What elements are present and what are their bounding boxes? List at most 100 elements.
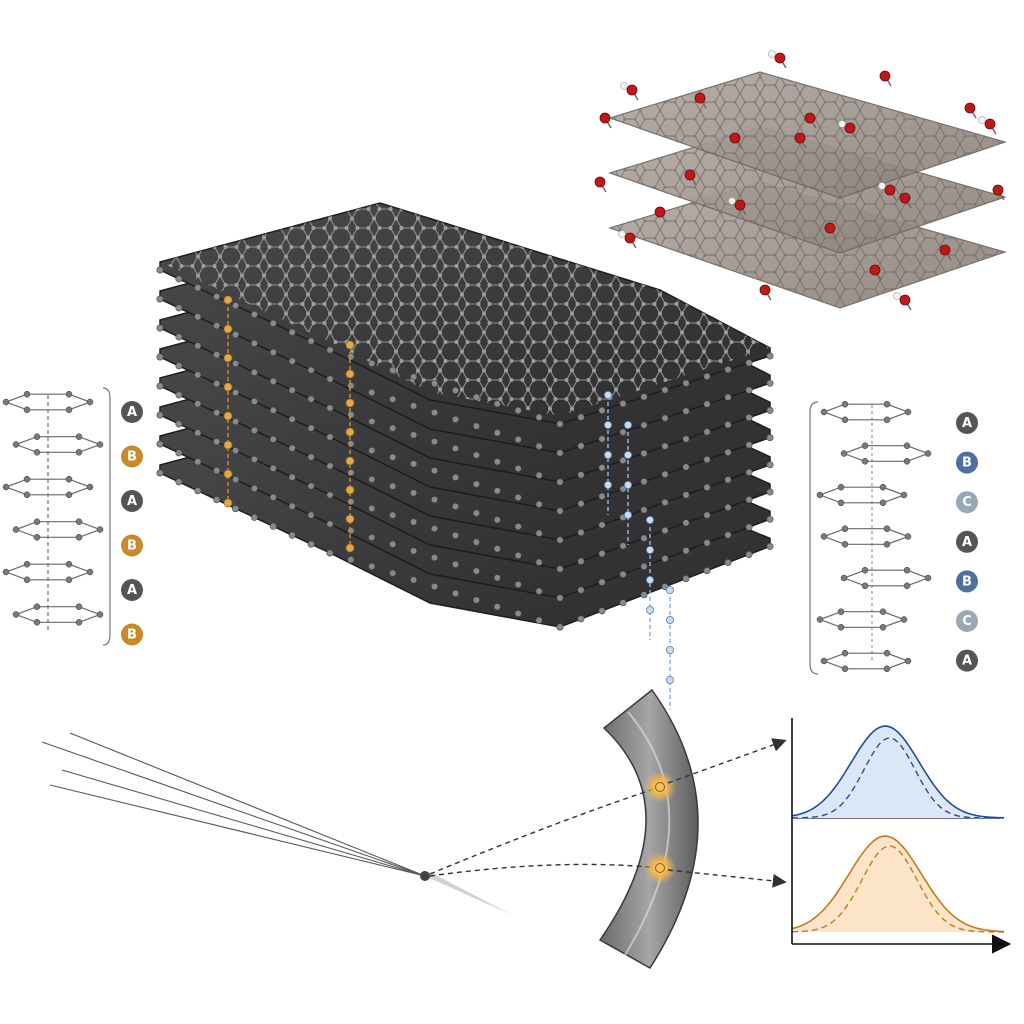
oxygen-atom [825, 223, 835, 233]
carbon-atom [251, 485, 257, 491]
carbon-atom [620, 429, 626, 435]
carbon-atom [578, 501, 584, 507]
ring-atom [24, 561, 30, 567]
carbon-atom [431, 438, 437, 444]
ring-atom [24, 492, 30, 498]
carbon-atom [308, 454, 314, 460]
ring-atom [76, 434, 82, 440]
carbon-atom [348, 470, 354, 476]
carbon-atom [641, 535, 647, 541]
oxygen-atom [735, 200, 745, 210]
carbon-atom [641, 394, 647, 400]
carbon-atom [452, 416, 458, 422]
ring-atom [862, 443, 868, 449]
ab-atom-marker [346, 370, 354, 378]
carbon-atom [536, 414, 542, 420]
ab-atom-marker [224, 470, 232, 478]
ring-atom [925, 451, 931, 457]
carbon-atom [214, 410, 220, 416]
carbon-atom [725, 504, 731, 510]
carbon-atom [157, 441, 163, 447]
carbon-atom [767, 516, 773, 522]
carbon-atom [348, 499, 354, 505]
carbon-atom [214, 497, 220, 503]
ring-atom [901, 617, 907, 623]
carbon-atom [452, 387, 458, 393]
carbon-atom [494, 604, 500, 610]
carbon-atom [289, 503, 295, 509]
oxygen-atom [760, 285, 770, 295]
carbon-atom [214, 294, 220, 300]
carbon-atom [704, 429, 710, 435]
abc-atom-marker [624, 421, 631, 428]
carbon-atom [232, 331, 238, 337]
carbon-atom [431, 525, 437, 531]
hexagon-ring [844, 570, 928, 586]
carbon-atom [214, 381, 220, 387]
carbon-atom [390, 570, 396, 576]
layer-badge-label: A [962, 654, 972, 669]
carbon-atom [473, 394, 479, 400]
hexagon-ring [820, 612, 904, 628]
carbon-atom [195, 285, 201, 291]
carbon-atom [746, 414, 752, 420]
ring-atom [821, 534, 827, 540]
graphene-oxide-stack [595, 51, 1005, 311]
carbon-atom [704, 373, 710, 379]
carbon-atom [746, 524, 752, 530]
carbon-atom [270, 407, 276, 413]
carbon-atom [410, 403, 416, 409]
carbon-atom [308, 367, 314, 373]
oxygen-atom [600, 113, 610, 123]
ring-atom [884, 526, 890, 532]
carbon-atom [390, 541, 396, 547]
carbon-atom [327, 463, 333, 469]
carbon-atom [369, 389, 375, 395]
carbon-atom [232, 418, 238, 424]
carbon-atom [536, 472, 542, 478]
layer-badge-label: A [127, 583, 137, 598]
ring-atom [66, 391, 72, 397]
carbon-atom [683, 575, 689, 581]
carbon-atom [494, 430, 500, 436]
carbon-atom [157, 325, 163, 331]
ring-atom [904, 458, 910, 464]
ring-atom [76, 519, 82, 525]
carbon-atom [599, 407, 605, 413]
carbon-atom [195, 459, 201, 465]
lower-peak-fill [792, 836, 1004, 932]
carbon-atom [308, 425, 314, 431]
ring-atom [34, 604, 40, 610]
carbon-atom [369, 447, 375, 453]
scattered-ray-lower [430, 864, 660, 876]
carbon-atom [515, 407, 521, 413]
carbon-atom [578, 616, 584, 622]
ring-atom [24, 391, 30, 397]
carbon-atom [746, 551, 752, 557]
ring-atom [87, 484, 93, 490]
carbon-atom [662, 555, 668, 561]
carbon-atom [195, 372, 201, 378]
carbon-atom [308, 396, 314, 402]
carbon-atom [620, 543, 626, 549]
carbon-atom [232, 360, 238, 366]
oxygen-atom [993, 185, 1003, 195]
abc-atom-marker [604, 391, 611, 398]
carbon-atom [369, 563, 375, 569]
ring-atom [34, 534, 40, 540]
ring-atom [884, 650, 890, 656]
ring-atom [13, 442, 19, 448]
oxygen-atom [885, 185, 895, 195]
abc-atom-marker [646, 516, 653, 523]
carbon-atom [599, 465, 605, 471]
carbon-atom [515, 523, 521, 529]
carbon-atom [599, 522, 605, 528]
carbon-atom [270, 494, 276, 500]
layer-badge-label: B [962, 574, 972, 589]
oxygen-atom [795, 133, 805, 143]
abc-atom-marker [666, 616, 673, 623]
carbon-atom [452, 445, 458, 451]
carbon-atom [176, 363, 182, 369]
oxygen-atom [985, 119, 995, 129]
carbon-atom [767, 380, 773, 386]
